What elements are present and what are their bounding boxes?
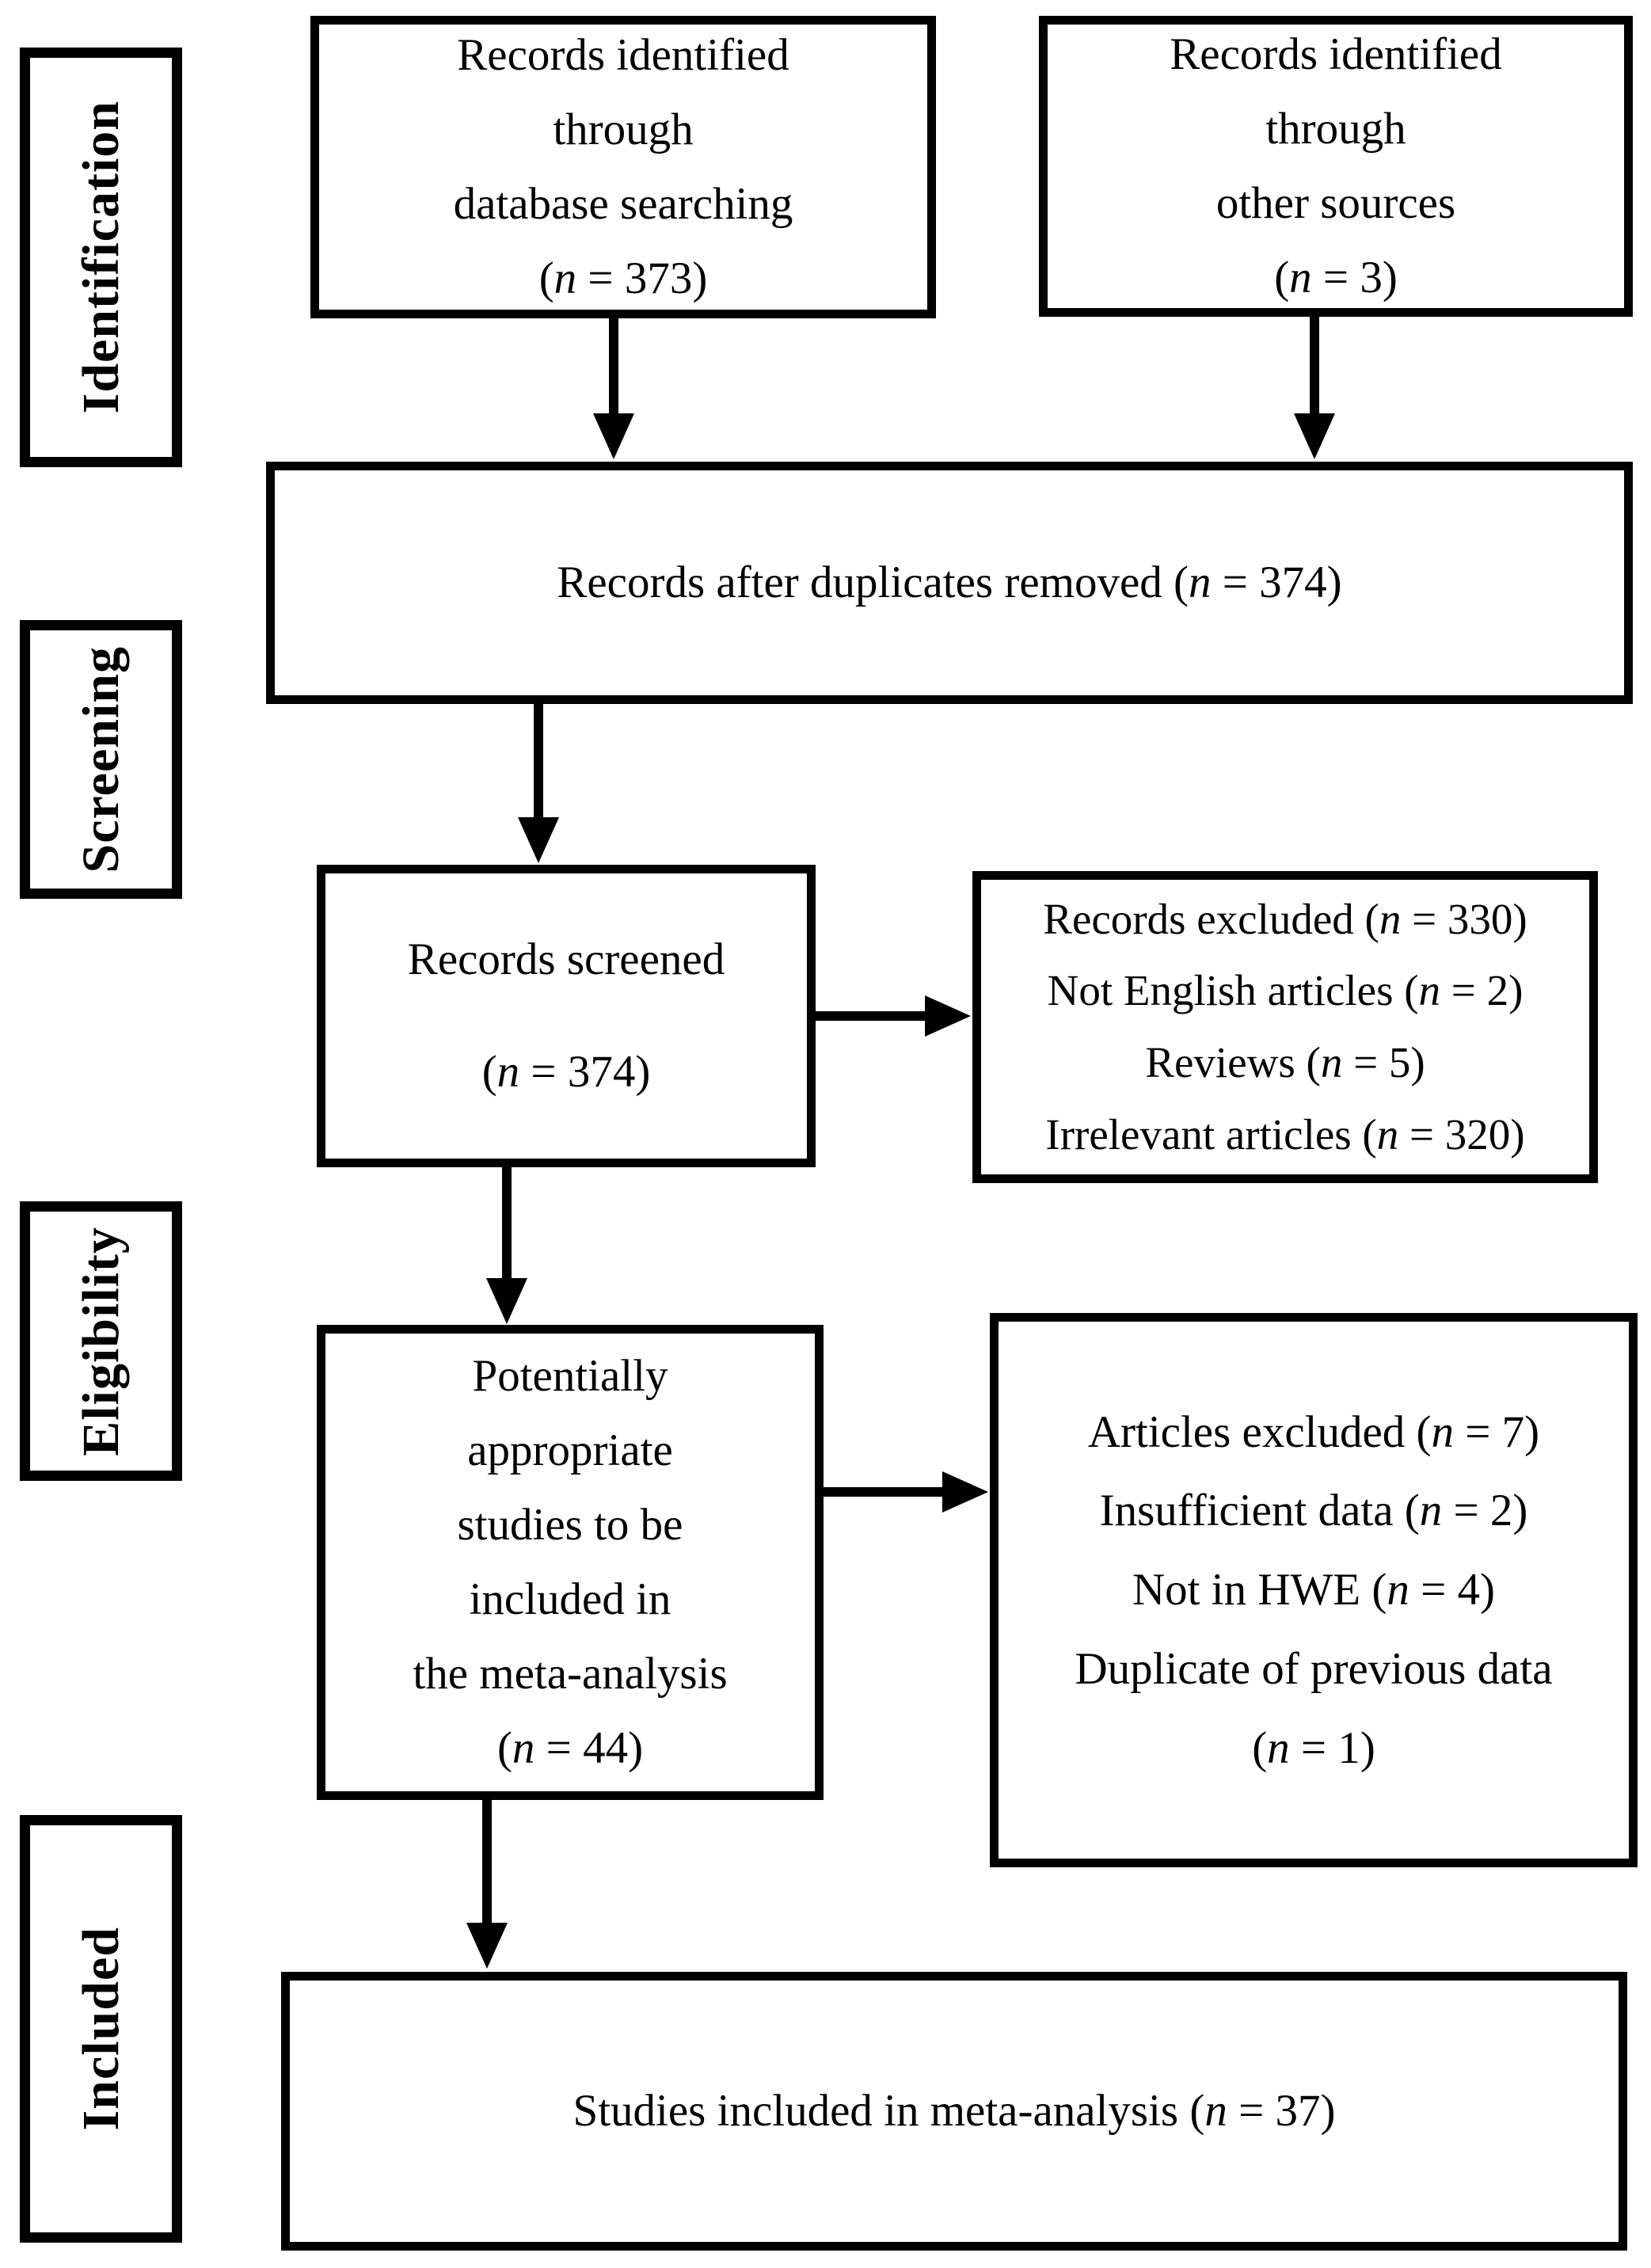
stage-label-identification: Identification [71, 101, 130, 414]
arrow-screened-to-excluded-line [816, 1011, 926, 1021]
box-records-screened: Records screened (n = 374) [317, 865, 816, 1167]
text-line: included in [469, 1574, 671, 1624]
text-line: (n = 373) [538, 253, 708, 304]
text-line: Duplicate of previous data [1075, 1643, 1553, 1694]
text-line: Records identified [457, 29, 789, 80]
arrow-other-sources-to-duplicates-line [1310, 317, 1319, 415]
arrow-screened-to-potential-head [486, 1278, 527, 1324]
arrow-duplicates-to-screened-line [534, 704, 543, 819]
box-studies-included-meta-analysis: Studies included in meta-analysis (n = 3… [281, 1972, 1627, 2251]
box-records-excluded: Records excluded (n = 330) Not English ar… [972, 871, 1598, 1183]
arrow-duplicates-to-screened-head [518, 817, 559, 863]
stage-label-screening: Screening [71, 645, 130, 873]
arrow-screened-to-potential-line [502, 1167, 512, 1280]
text-line: Potentially [472, 1350, 668, 1401]
text-line: Articles excluded (n = 7) [1087, 1406, 1540, 1457]
text-line: Not English articles (n = 2) [1047, 966, 1524, 1015]
text-line: Records screened [407, 934, 725, 984]
text-line: (n = 3) [1274, 253, 1398, 303]
text-line: Irrelevant articles (n = 320) [1045, 1109, 1525, 1159]
text-line: Insufficient data (n = 2) [1099, 1486, 1528, 1536]
arrow-database-to-duplicates-line [609, 318, 618, 415]
arrow-screened-to-excluded-head [925, 995, 971, 1037]
text-line: appropriate [467, 1425, 673, 1475]
stage-label-included: Included [71, 1927, 130, 2131]
arrow-potential-to-included-line [482, 1800, 492, 1924]
stage-box-included: Included [20, 1815, 182, 2243]
stage-label-eligibility: Eligibility [71, 1226, 130, 1456]
text-line: Records excluded (n = 330) [1043, 894, 1527, 943]
text-line: Studies included in meta-analysis (n = 3… [573, 2085, 1336, 2136]
text-line: through [553, 104, 694, 154]
text-line: Not in HWE (n = 4) [1132, 1565, 1495, 1615]
text-line: Records identified [1170, 29, 1502, 79]
box-records-after-duplicates-removed: Records after duplicates removed (n = 37… [266, 462, 1633, 704]
text-line: the meta-analysis [413, 1649, 728, 1699]
stage-box-screening: Screening [20, 620, 182, 899]
arrow-other-sources-to-duplicates-head [1294, 413, 1335, 459]
arrow-potential-to-articles-excluded-head [942, 1471, 988, 1513]
text-line: studies to be [457, 1499, 683, 1550]
box-articles-excluded: Articles excluded (n = 7) Insufficient da… [990, 1313, 1638, 1867]
arrow-database-to-duplicates-head [593, 413, 634, 459]
text-line: through [1265, 103, 1406, 154]
text-line: (n = 374) [481, 1047, 651, 1097]
box-records-identified-other-sources: Records identified through other sources (n… [1039, 16, 1633, 317]
text-line: Records after duplicates removed (n = 37… [557, 557, 1342, 607]
text-line: database searching [453, 179, 793, 229]
text-line: (n = 44) [496, 1723, 644, 1774]
text-line: Reviews (n = 5) [1145, 1038, 1425, 1086]
stage-box-eligibility: Eligibility [20, 1201, 182, 1481]
box-records-identified-database: Records identified through database search… [310, 16, 936, 318]
text-line: (n = 1) [1252, 1722, 1375, 1773]
arrow-potential-to-included-head [466, 1923, 508, 1969]
box-potentially-appropriate-studies: Potentially appropriate studies to be inclu… [317, 1325, 824, 1800]
arrow-potential-to-articles-excluded-line [824, 1487, 944, 1497]
stage-box-identification: Identification [20, 48, 182, 467]
text-line: other sources [1215, 178, 1456, 228]
